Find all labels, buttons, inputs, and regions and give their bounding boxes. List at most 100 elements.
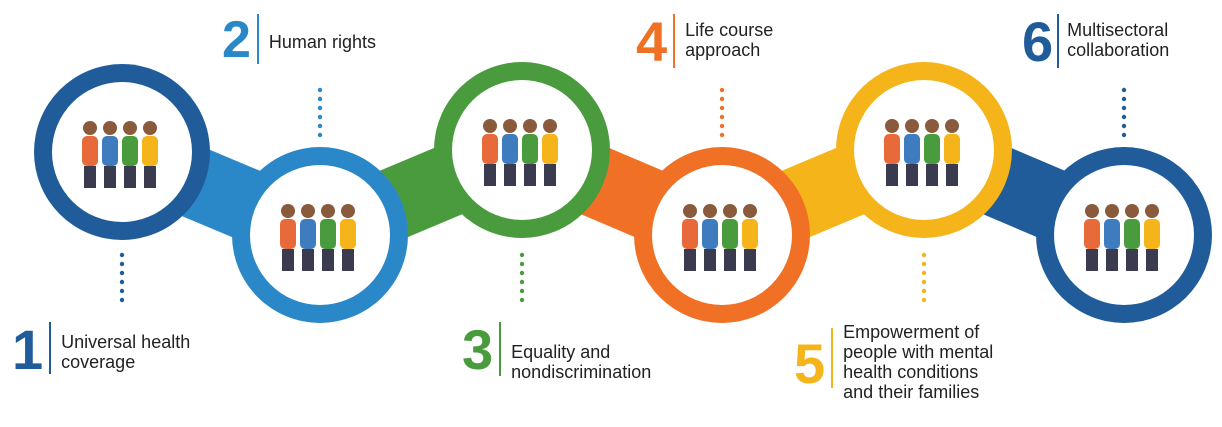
figure-head-3 xyxy=(321,204,335,218)
principle-3-text: Equality and nondiscrimination xyxy=(511,342,652,383)
figure-body-1 xyxy=(482,134,498,164)
figure-legs-4 xyxy=(544,164,556,186)
figure-head-1 xyxy=(683,204,697,218)
connector-4-dot-5 xyxy=(719,123,725,129)
figure-head-4 xyxy=(341,204,355,218)
people-assembling-puzzle-icon xyxy=(1084,204,1160,271)
figure-legs-2 xyxy=(704,249,716,271)
principle-2-number: 2 xyxy=(222,11,251,69)
principle-1-text: Universal health coverage xyxy=(61,332,191,373)
figure-legs-1 xyxy=(684,249,696,271)
figure-head-2 xyxy=(503,119,517,133)
figure-head-2 xyxy=(301,204,315,218)
figure-body-4 xyxy=(1144,219,1160,249)
principle-6-label: 6 Multisectoral collaboration xyxy=(1022,14,1169,70)
family-generations-icon xyxy=(682,204,758,271)
figure-body-2 xyxy=(102,136,118,166)
principle-1-number: 1 xyxy=(12,318,44,381)
figure-legs-3 xyxy=(1126,249,1138,271)
principle-1-label: 1 Universal health coverage xyxy=(12,322,190,378)
figure-head-1 xyxy=(83,121,97,135)
figure-body-3 xyxy=(320,219,336,249)
connector-6-dot-1 xyxy=(1121,87,1127,93)
principle-5-number: 5 xyxy=(794,332,826,395)
principle-5-divider xyxy=(831,328,834,388)
figure-body-4 xyxy=(142,136,158,166)
figure-body-3 xyxy=(522,134,538,164)
connector-4-dot-4 xyxy=(719,114,725,120)
figure-body-1 xyxy=(1084,219,1100,249)
figure-legs-1 xyxy=(1086,249,1098,271)
figure-legs-1 xyxy=(886,164,898,186)
figure-head-4 xyxy=(543,119,557,133)
connector-4-dot-1 xyxy=(719,87,725,93)
figure-body-4 xyxy=(944,134,960,164)
connector-3-dot-3 xyxy=(519,270,525,276)
figure-legs-2 xyxy=(104,166,116,188)
connector-4-dot-2 xyxy=(719,96,725,102)
connector-1-dot-4 xyxy=(119,279,125,285)
figure-body-3 xyxy=(122,136,138,166)
principle-3-number: 3 xyxy=(462,318,494,381)
principle-4-label: 4 Life course approach xyxy=(636,14,773,70)
figure-head-2 xyxy=(1105,204,1119,218)
connector-5-dot-4 xyxy=(921,279,927,285)
figure-body-4 xyxy=(340,219,356,249)
connector-1-dot-5 xyxy=(119,288,125,294)
connector-2-dot-2 xyxy=(317,96,323,102)
figure-legs-4 xyxy=(342,249,354,271)
figure-body-4 xyxy=(742,219,758,249)
connector-6-dot-6 xyxy=(1121,132,1127,138)
connector-3-dot-6 xyxy=(519,297,525,303)
diverse-people-hands-together-icon xyxy=(482,119,558,186)
figure-legs-4 xyxy=(144,166,156,188)
figure-head-4 xyxy=(743,204,757,218)
figure-body-2 xyxy=(502,134,518,164)
figure-body-3 xyxy=(722,219,738,249)
figure-head-3 xyxy=(523,119,537,133)
figure-body-2 xyxy=(904,134,920,164)
figure-legs-3 xyxy=(322,249,334,271)
principle-4-divider xyxy=(673,14,676,68)
figure-head-1 xyxy=(1085,204,1099,218)
connector-5-dot-5 xyxy=(921,288,927,294)
figure-head-1 xyxy=(483,119,497,133)
principle-6-divider xyxy=(1057,14,1060,68)
connector-5-dot-3 xyxy=(921,270,927,276)
connector-4-dot-6 xyxy=(719,132,725,138)
principle-4-text: Life course approach xyxy=(685,20,774,61)
figure-legs-4 xyxy=(946,164,958,186)
figure-body-1 xyxy=(884,134,900,164)
principle-2-divider xyxy=(256,14,259,64)
connector-6-dot-4 xyxy=(1121,114,1127,120)
principle-6-text: Multisectoral collaboration xyxy=(1067,20,1170,61)
connector-5-dot-1 xyxy=(921,252,927,258)
connector-6-dot-2 xyxy=(1121,96,1127,102)
figure-body-1 xyxy=(682,219,698,249)
group-holding-flags-icon xyxy=(884,119,960,186)
principle-5-label: 5 Empowerment of people with mental heal… xyxy=(794,322,993,403)
connector-2-dot-4 xyxy=(317,114,323,120)
connector-5-dot-6 xyxy=(921,297,927,303)
figure-legs-3 xyxy=(926,164,938,186)
principle-6-number: 6 xyxy=(1022,10,1054,73)
principle-3-divider xyxy=(499,322,502,376)
connector-2-dot-3 xyxy=(317,105,323,111)
figure-body-3 xyxy=(1124,219,1140,249)
connector-3-dot-1 xyxy=(519,252,525,258)
raised-fists-icon xyxy=(280,204,356,271)
principle-1-divider xyxy=(49,322,52,374)
figure-body-2 xyxy=(702,219,718,249)
figure-head-3 xyxy=(723,204,737,218)
figure-legs-1 xyxy=(282,249,294,271)
figure-head-1 xyxy=(885,119,899,133)
connector-2-dot-1 xyxy=(317,87,323,93)
connector-5-dot-2 xyxy=(921,261,927,267)
figure-body-2 xyxy=(300,219,316,249)
principle-4-number: 4 xyxy=(636,10,668,73)
figure-legs-3 xyxy=(724,249,736,271)
figure-head-2 xyxy=(703,204,717,218)
connector-1-dot-3 xyxy=(119,270,125,276)
figure-head-2 xyxy=(103,121,117,135)
principle-5-text: Empowerment of people with mental health… xyxy=(843,322,994,403)
